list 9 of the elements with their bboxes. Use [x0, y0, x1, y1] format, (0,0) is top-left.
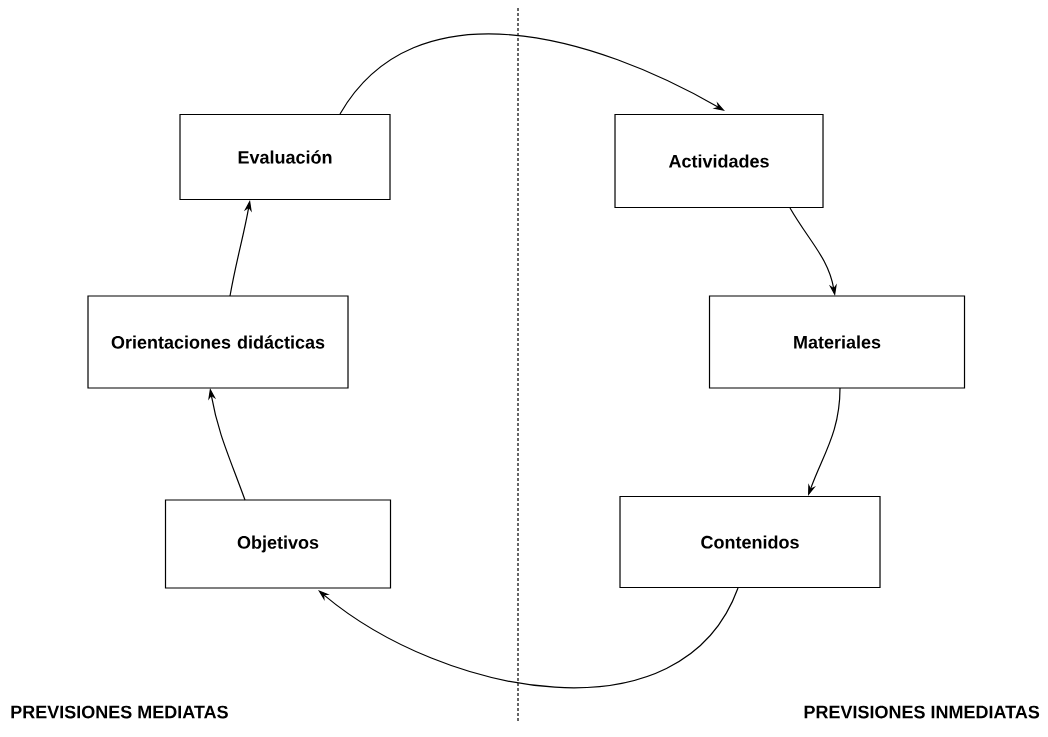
arrow	[318, 587, 739, 688]
process-box: Orientaciones didácticas	[87, 295, 349, 389]
section-heading: PREVISIONES MEDIATAS	[11, 705, 228, 719]
process-box: Actividades	[614, 113, 824, 209]
process-box: Materiales	[708, 295, 966, 389]
process-box: Evaluación	[179, 113, 391, 201]
process-box: Contenidos	[619, 495, 881, 589]
process-box: Objetivos	[164, 499, 392, 589]
section-heading: PREVISIONES INMEDIATAS	[804, 705, 1040, 719]
